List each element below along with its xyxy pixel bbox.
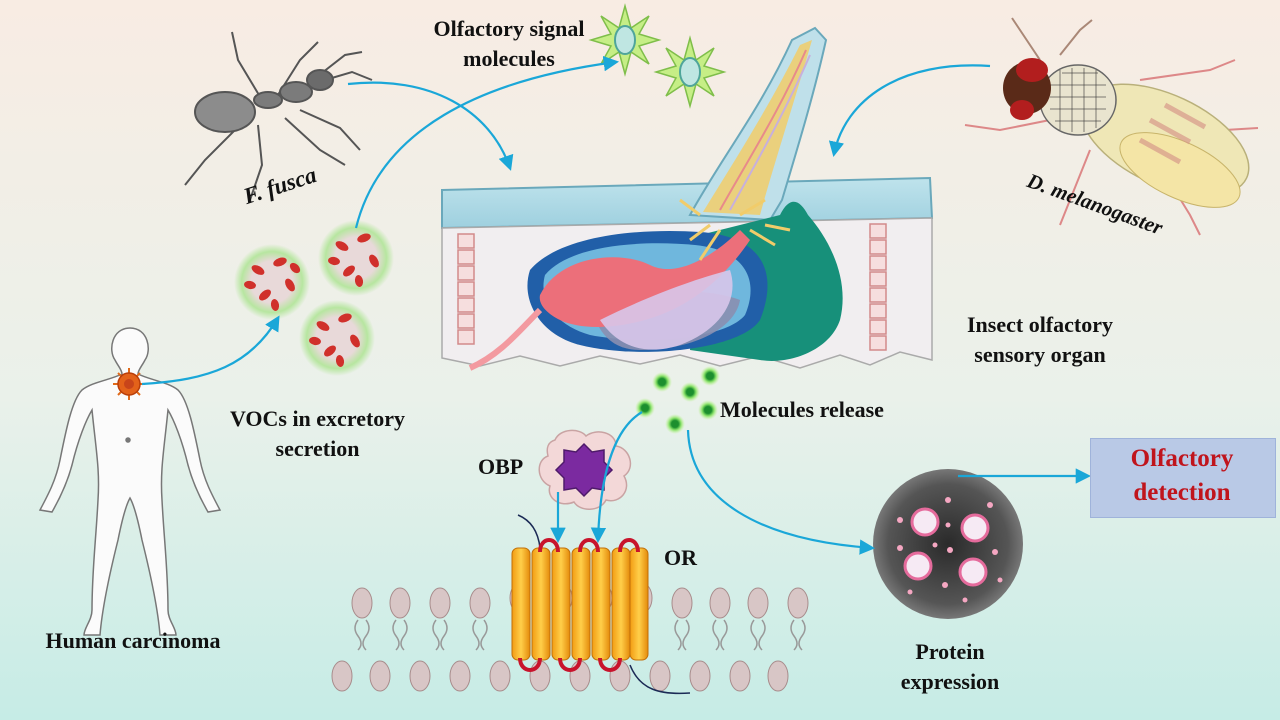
label-human-carcinoma: Human carcinoma [45,628,221,653]
label-protein-expression: Protein expression [870,637,1030,696]
human-outline [38,327,222,636]
fly-illustration [964,17,1259,236]
arrow-human-to-voc [141,315,280,386]
carcinoma-cell [113,368,145,400]
voc-sphere [299,300,375,376]
label-organ-line2: sensory organ [974,341,1106,367]
arrow-ant-to-organ [347,81,514,171]
released-molecule [665,414,685,434]
released-molecule [652,372,672,392]
label-or: OR [664,545,697,570]
protein-expression-circle [873,469,1023,619]
signal-molecule-star [653,35,727,109]
obp-protein [538,429,632,510]
released-molecule [700,366,720,386]
released-molecule [680,382,700,402]
label-protein-line1: Protein [915,639,985,664]
label-detection-line2: detection [1133,478,1231,506]
label-vocs-line2: secretion [275,435,360,461]
label-obp: OBP [478,454,524,479]
label-organ-line1: Insect olfactory [966,312,1113,337]
label-signal-line1: Olfactory signal [433,16,585,41]
arrow-fly-to-organ [828,64,991,158]
label-organ: Insect olfactory sensory organ [930,310,1150,369]
voc-sphere [318,220,394,296]
label-signal-line2: molecules [463,45,555,71]
label-molecules-release: Molecules release [720,397,884,422]
label-olfactory-detection: Olfactory detection [1090,442,1274,510]
arrow-voc-to-signal [354,55,620,229]
flow-arrows [141,55,1092,555]
released-molecule [698,400,718,420]
label-vocs-line1: VOCs in excretory [229,406,406,431]
ant-illustration [184,31,373,201]
olfactory-organ-illustration [441,26,934,371]
arrow-release-to-protein [686,429,876,555]
label-protein-line2: expression [900,668,1000,694]
voc-sphere [234,244,310,320]
or-receptor [511,514,691,695]
label-vocs: VOCs in excretory secretion [200,404,435,463]
label-detection-line1: Olfactory [1130,445,1234,472]
olfactory-detection-box [1090,438,1276,518]
arrow-molecule-to-or [590,411,643,544]
label-signal-molecules: Olfactory signal molecules [404,14,614,73]
